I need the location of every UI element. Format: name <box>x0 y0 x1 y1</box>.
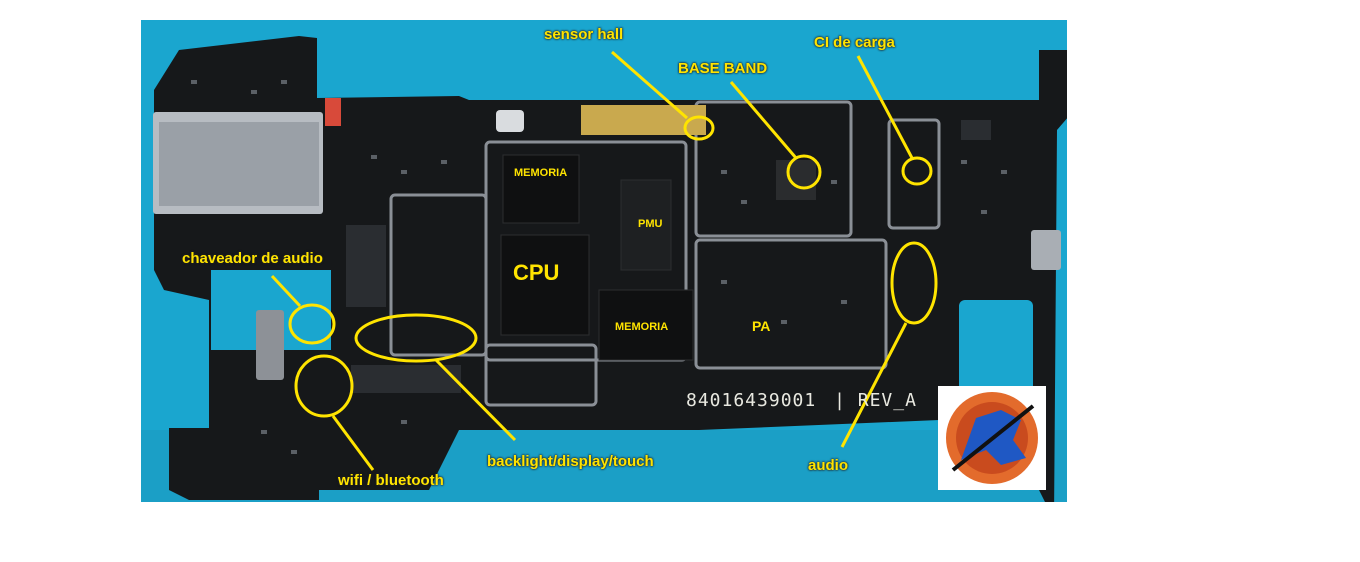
chip-label-pmu: PMU <box>638 218 663 230</box>
chip-label-cpu: CPU <box>513 260 560 285</box>
chip-label-memoria-bottom: MEMORIA <box>615 321 669 333</box>
usb-port <box>1031 230 1061 270</box>
chip-label-memoria-top: MEMORIA <box>514 167 568 179</box>
board-part-number: 84016439001 | REV_A <box>686 390 917 411</box>
red-component <box>325 98 341 126</box>
part-number: 84016439001 <box>686 390 817 411</box>
memory-chip-bottom <box>598 289 694 361</box>
charger-connector <box>961 120 991 140</box>
pmu-area <box>620 179 672 271</box>
board-revision: REV_A <box>857 390 917 411</box>
sim-slot <box>159 122 319 206</box>
baseband-chip <box>776 160 816 200</box>
shield-frame-pa <box>694 238 888 370</box>
label-backlight-display-touch: backlight/display/touch <box>487 453 654 470</box>
label-sensor-hall: sensor hall <box>544 26 624 43</box>
smd-components <box>191 80 1007 454</box>
flex-connector <box>351 365 461 393</box>
label-ci-de-carga: CI de carga <box>814 34 895 51</box>
shield-frame-charger <box>887 118 941 230</box>
vibrator-motor <box>256 310 284 380</box>
label-chaveador-de-audio: chaveador de audio <box>182 250 323 267</box>
cpu-chip <box>500 234 590 336</box>
memory-chip-top <box>502 154 580 224</box>
chip-label-pa: PA <box>752 318 771 334</box>
barcode-sticker <box>581 105 706 135</box>
label-base-band: BASE BAND <box>678 60 768 77</box>
board-cutout <box>959 300 1033 406</box>
label-wifi-bluetooth: wifi / bluetooth <box>338 472 444 489</box>
label-audio: audio <box>808 457 848 474</box>
white-pad <box>496 110 524 132</box>
logo-stroke <box>951 404 1035 472</box>
display-connector <box>346 225 386 307</box>
